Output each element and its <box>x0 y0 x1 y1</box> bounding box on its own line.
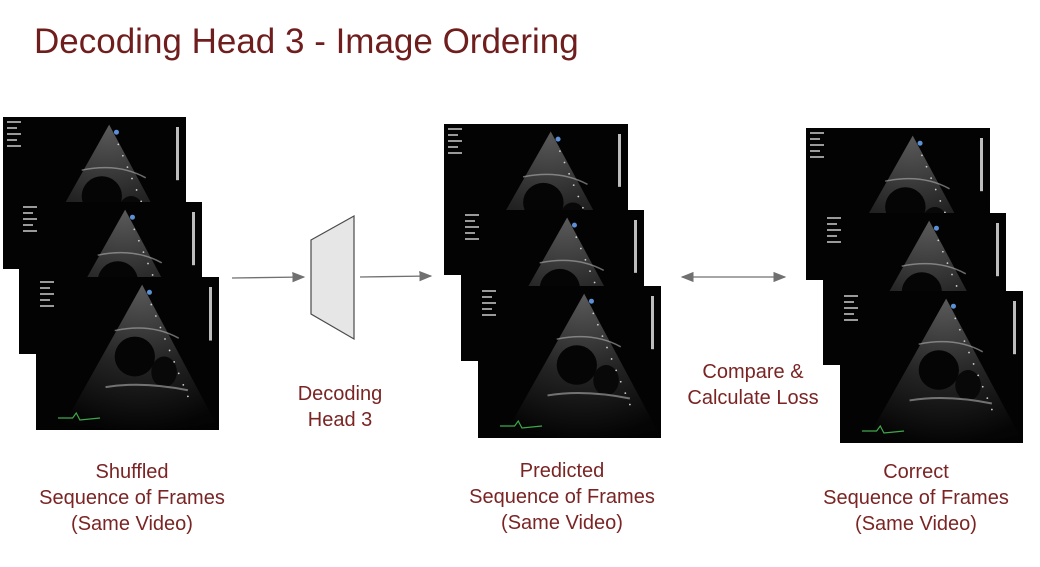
slide-title: Decoding Head 3 - Image Ordering <box>34 22 579 61</box>
echo-image <box>844 295 1020 443</box>
decoder-trapezoid <box>310 214 355 341</box>
predicted-caption: Predicted Sequence of Frames (Same Video… <box>469 460 655 534</box>
echo-frame <box>840 291 1023 443</box>
echo-image <box>40 281 216 430</box>
output-arrow <box>359 270 433 282</box>
compare-label: Compare & Calculate Loss <box>687 361 819 409</box>
decoder-label: Decoding Head 3 <box>297 383 383 431</box>
correct-caption: Correct Sequence of Frames (Same Video) <box>823 461 1009 535</box>
shuffled-caption: Shuffled Sequence of Frames (Same Video) <box>39 461 225 535</box>
echo-frame <box>478 286 661 438</box>
echo-frame <box>36 277 219 430</box>
input-arrow <box>231 271 306 283</box>
echo-image <box>482 290 658 438</box>
